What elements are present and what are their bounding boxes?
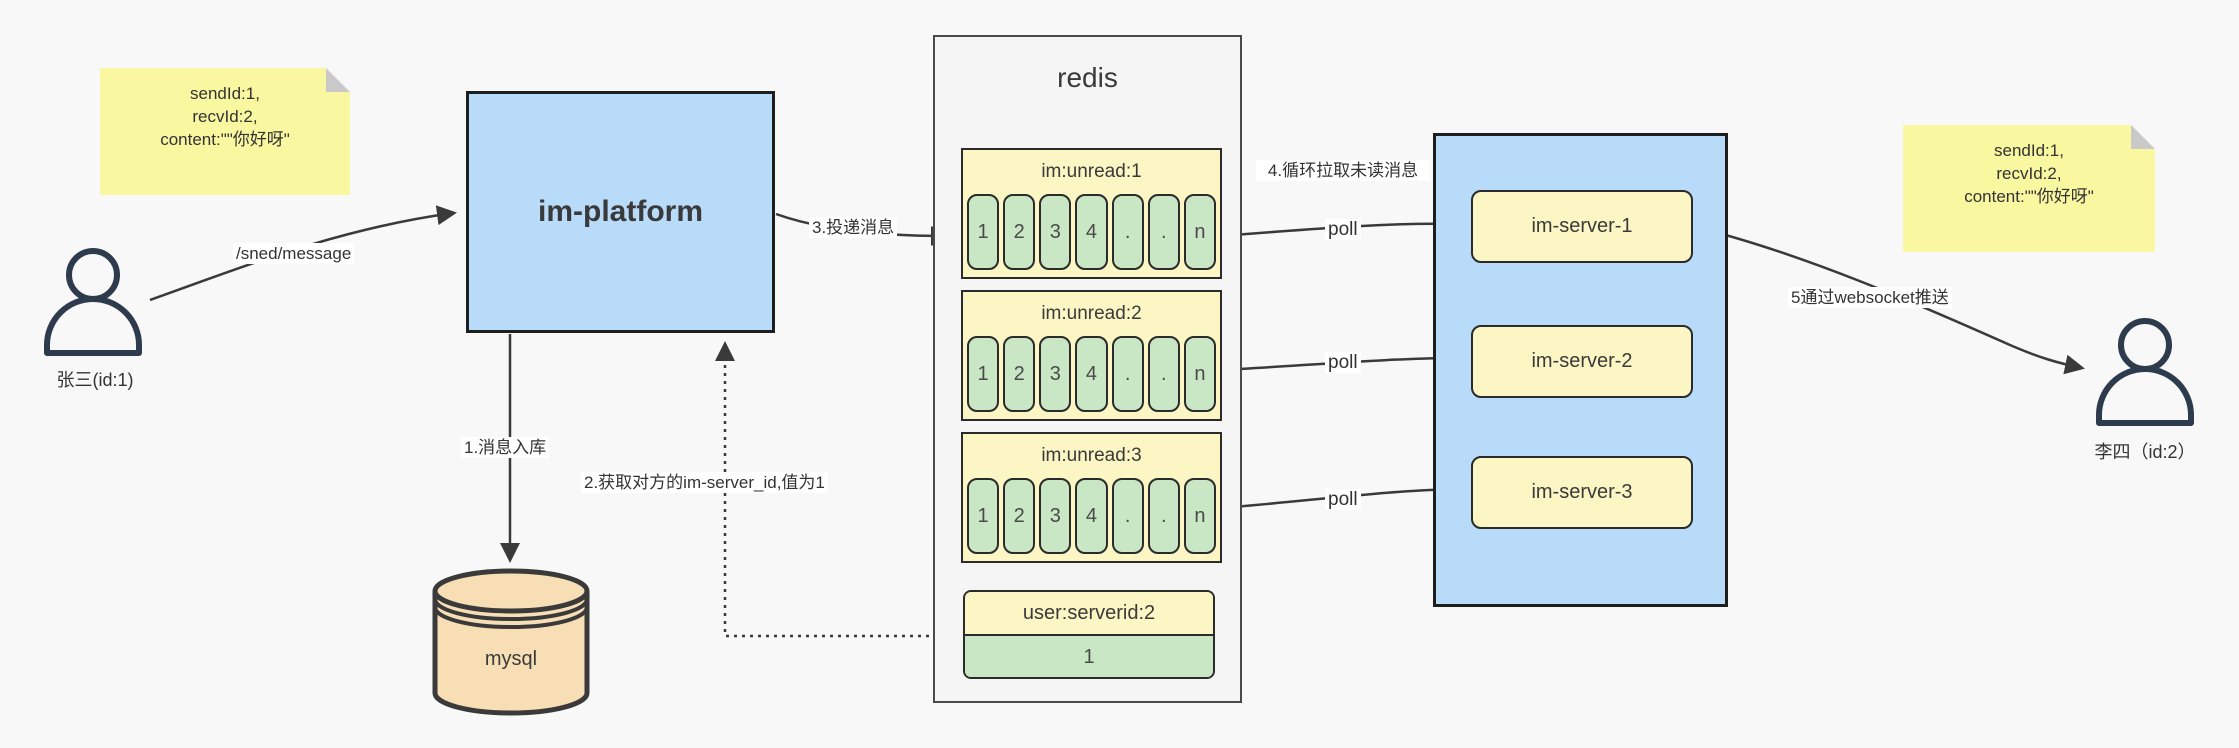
edge-label-step5: 5通过websocket推送: [1788, 287, 1952, 308]
mysql-database-icon: [432, 568, 590, 716]
note-line: content:""你好呀": [160, 130, 290, 149]
queue-cell: n: [1183, 336, 1216, 412]
queue-cell: 3: [1039, 336, 1072, 412]
message-note-right: sendId:1, recvId:2, content:""你好呀": [1903, 125, 2155, 252]
message-note-left: sendId:1, recvId:2, content:""你好呀": [100, 68, 350, 195]
queue-cell: 2: [1003, 194, 1036, 270]
im-server-2-box: im-server-2: [1471, 325, 1693, 398]
edge-label-poll-1: poll: [1325, 219, 1361, 240]
note-line: recvId:2,: [1996, 164, 2062, 183]
redis-title: redis: [1057, 62, 1118, 93]
edge-label-step3: 3.投递消息: [809, 217, 898, 238]
redis-container: redis im:unread:1 1 2 3 4 . . n im:unrea…: [933, 35, 1242, 703]
user-serverid-box: user:serverid:2 1: [963, 590, 1215, 679]
queue-cell: 3: [1039, 194, 1072, 270]
note-fold-corner: [2131, 125, 2155, 149]
queue-cell: n: [1183, 478, 1216, 554]
im-server-group: im-server-1 im-server-2 im-server-3: [1433, 133, 1728, 607]
receiver-label: 李四（id:2）: [2094, 442, 2196, 462]
queue-im-unread-3: im:unread:3 1 2 3 4 . . n: [961, 432, 1222, 563]
edge-label-poll-2: poll: [1325, 352, 1361, 373]
queue-cell: n: [1183, 194, 1216, 270]
im-server-1-box: im-server-1: [1471, 190, 1693, 263]
user-icon-sender: [44, 248, 142, 356]
note-line: content:""你好呀": [1964, 187, 2094, 206]
note-line: sendId:1,: [190, 84, 260, 103]
queue-cell: 4: [1075, 478, 1108, 554]
user-serverid-value: 1: [965, 636, 1213, 677]
queue-cell: 4: [1075, 336, 1108, 412]
queue-cells: 1 2 3 4 . . n: [963, 194, 1220, 275]
mysql-label: mysql: [484, 648, 538, 670]
note-line: sendId:1,: [1994, 141, 2064, 160]
edge-label-step2: 2.获取对方的im-server_id,值为1: [581, 472, 828, 493]
sender-label: 张三(id:1): [56, 370, 134, 390]
queue-cell: 1: [967, 194, 1000, 270]
queue-cell: .: [1111, 336, 1144, 412]
edge-label-step1: 1.消息入库: [461, 437, 550, 458]
queue-cell: 2: [1003, 478, 1036, 554]
note-fold-corner: [326, 68, 350, 92]
queue-cell: 1: [967, 336, 1000, 412]
queue-name: im:unread:3: [1041, 445, 1142, 466]
queue-cell: 3: [1039, 478, 1072, 554]
queue-name: im:unread:1: [1041, 161, 1142, 182]
user-icon-receiver: [2096, 318, 2194, 426]
queue-im-unread-1: im:unread:1 1 2 3 4 . . n: [961, 148, 1222, 279]
queue-cells: 1 2 3 4 . . n: [963, 478, 1220, 559]
queue-cell: 4: [1075, 194, 1108, 270]
queue-cell: .: [1147, 336, 1180, 412]
edge-label-poll-3: poll: [1325, 489, 1361, 510]
edge-label-step4: 4.循环拉取未读消息: [1256, 160, 1430, 181]
queue-cell: 1: [967, 478, 1000, 554]
user-serverid-key: user:serverid:2: [965, 592, 1213, 636]
queue-cell: .: [1111, 194, 1144, 270]
im-platform-box: im-platform: [466, 91, 775, 333]
im-server-3-box: im-server-3: [1471, 456, 1693, 529]
im-platform-label: im-platform: [538, 195, 703, 228]
queue-cell: 2: [1003, 336, 1036, 412]
queue-cells: 1 2 3 4 . . n: [963, 336, 1220, 417]
queue-cell: .: [1147, 194, 1180, 270]
queue-cell: .: [1111, 478, 1144, 554]
edge-label-send: /sned/message: [233, 243, 355, 264]
queue-im-unread-2: im:unread:2 1 2 3 4 . . n: [961, 290, 1222, 421]
queue-name: im:unread:2: [1041, 303, 1142, 324]
queue-cell: .: [1147, 478, 1180, 554]
note-line: recvId:2,: [192, 107, 258, 126]
